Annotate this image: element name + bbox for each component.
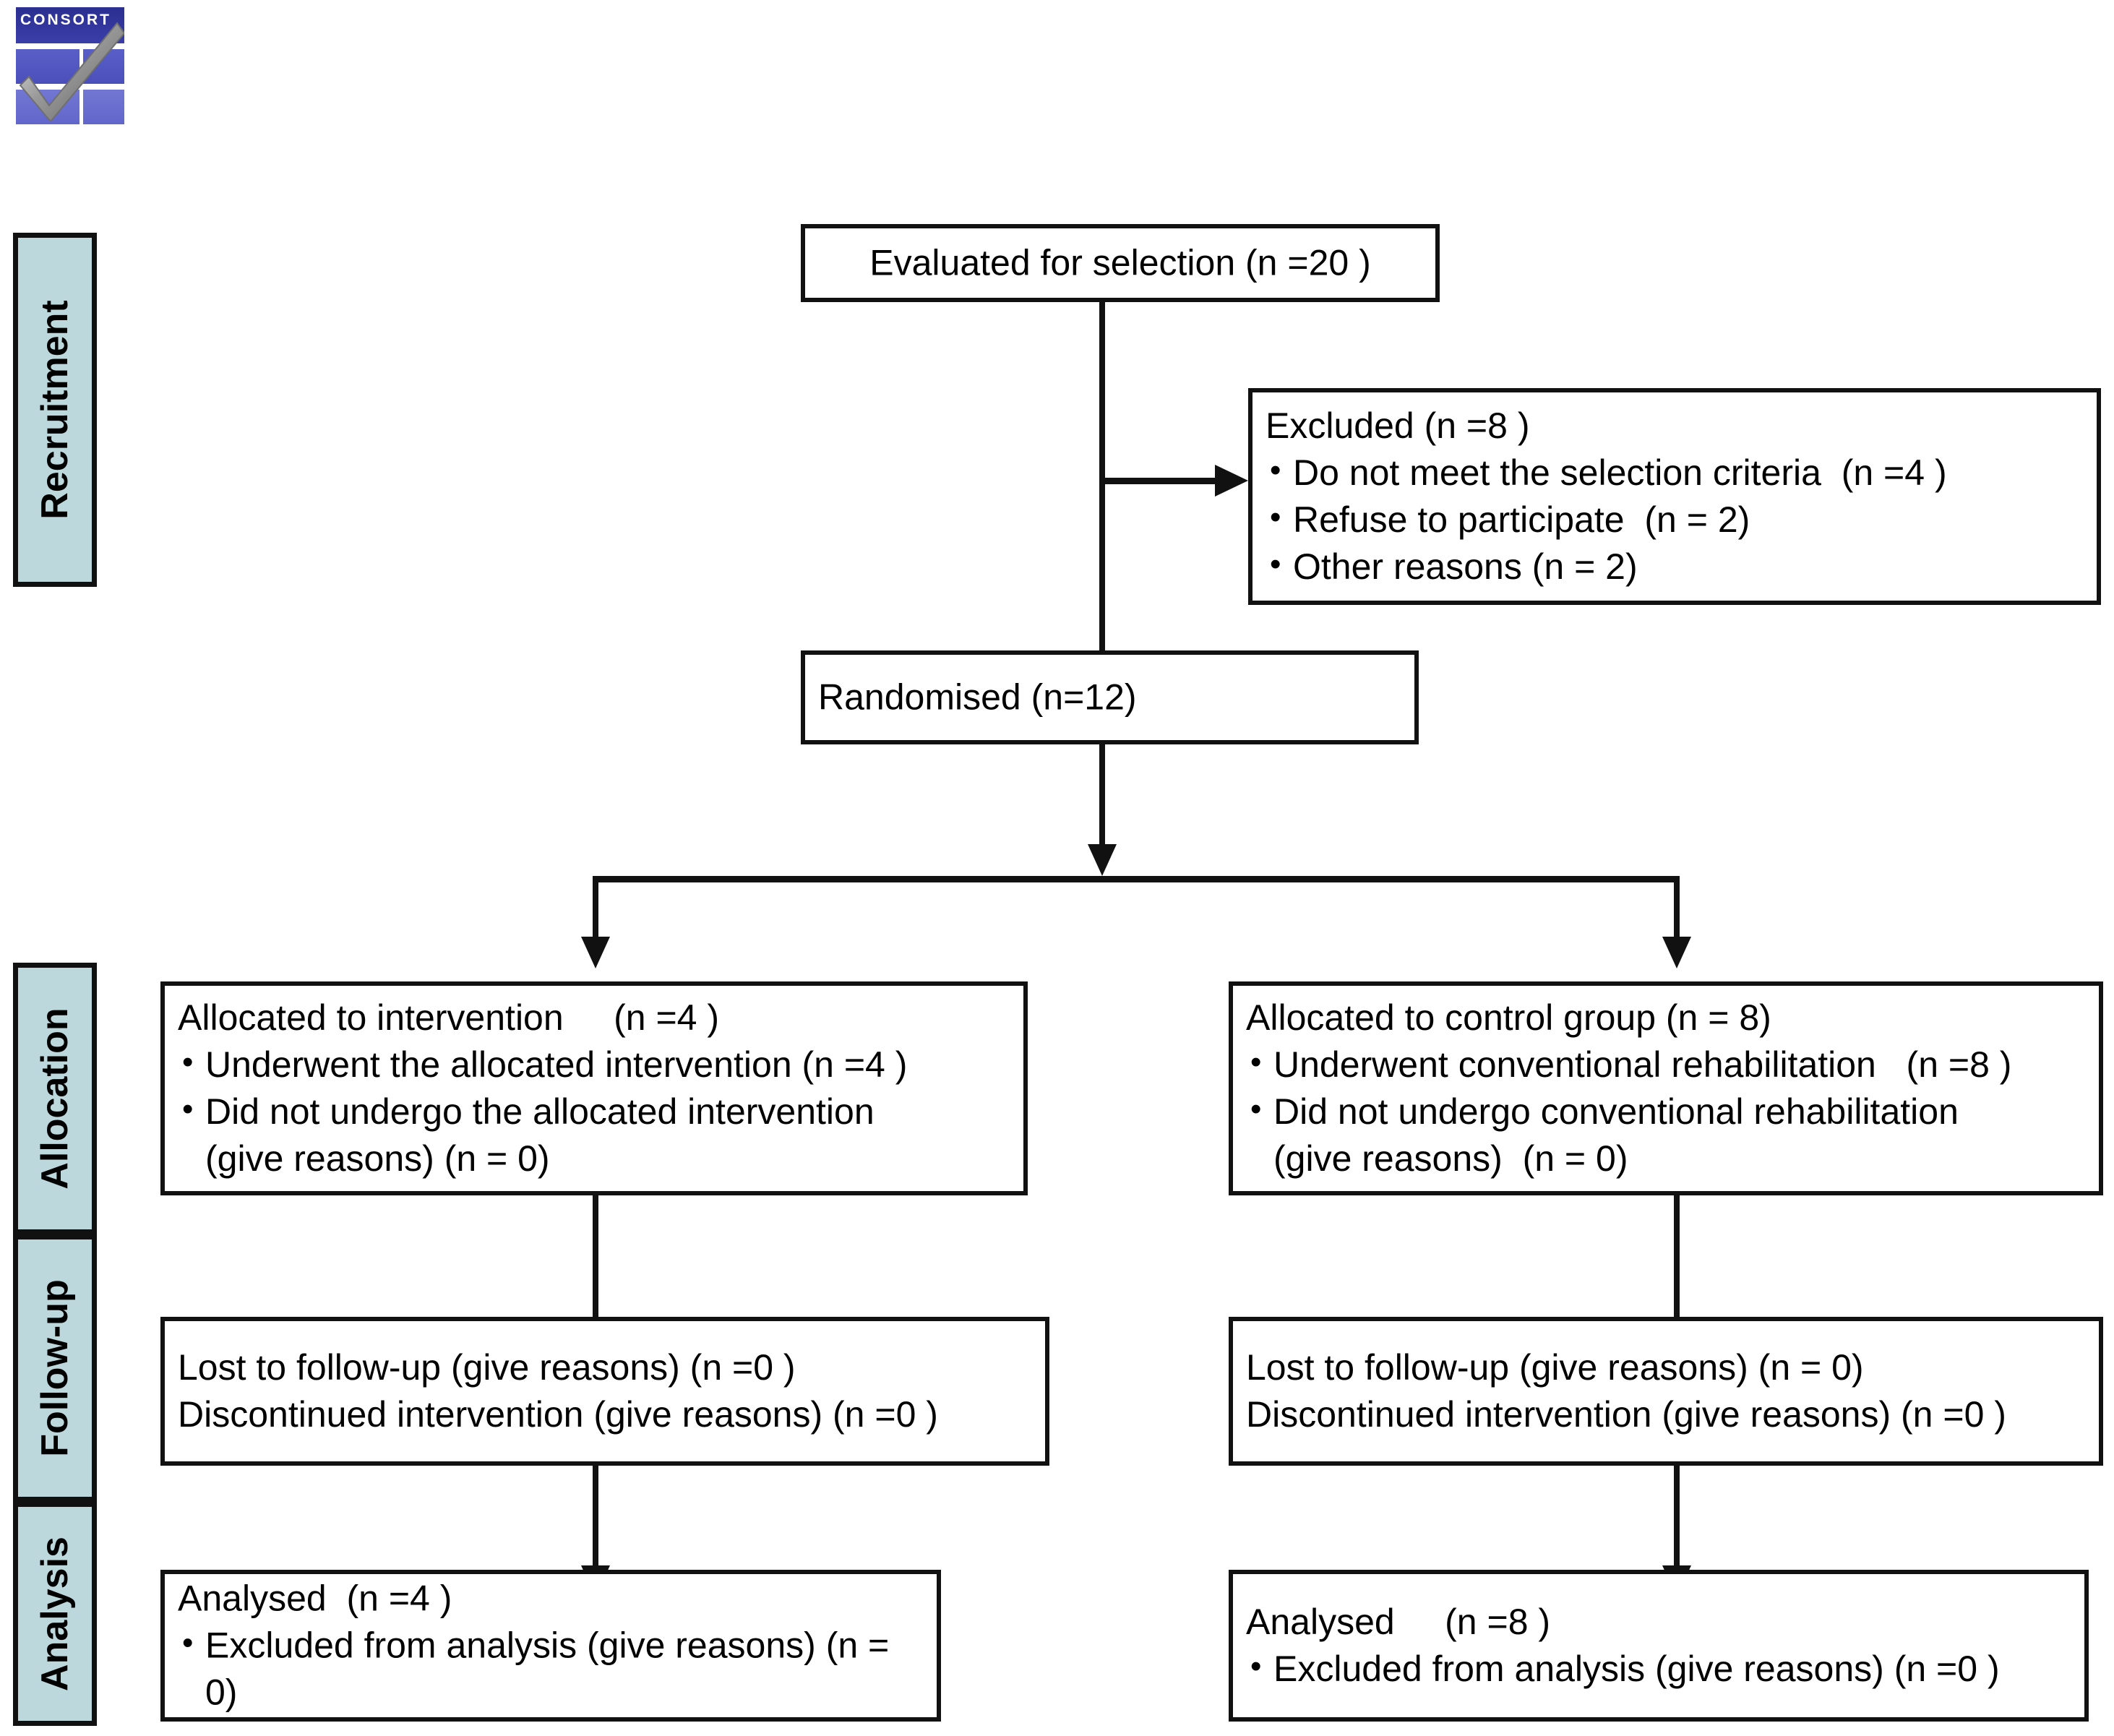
box-evaluated-for-selection: Evaluated for selection (n =20 ) [801, 224, 1440, 302]
box-allocated-intervention-list: Underwent the allocated intervention (n … [178, 1041, 1016, 1182]
list-item: Refuse to participate (n = 2) [1266, 497, 2089, 543]
box-allocated-intervention: Allocated to intervention (n =4 ) Underw… [160, 981, 1028, 1195]
list-item: Did not undergo the allocated interventi… [178, 1088, 1016, 1182]
connector-split-right [1674, 876, 1680, 950]
box-evaluated-heading: Evaluated for selection (n =20 ) [869, 242, 1371, 283]
box-allocated-control-heading: Allocated to control group (n = 8) [1246, 997, 1771, 1038]
box-allocated-control: Allocated to control group (n = 8) Under… [1229, 981, 2103, 1195]
box-allocated-intervention-heading: Allocated to intervention (n =4 ) [178, 997, 720, 1038]
connector-alloc-to-followup-right [1674, 1195, 1680, 1327]
box-analysed-intervention-list: Excluded from analysis (give reasons) (n… [178, 1623, 929, 1716]
arrowhead-allocation-right [1662, 937, 1691, 968]
box-followup-intervention: Lost to follow-up (give reasons) (n =0 )… [160, 1317, 1049, 1466]
box-excluded-list: Do not meet the selection criteria (n =4… [1266, 450, 2089, 590]
box-excluded: Excluded (n =8 ) Do not meet the selecti… [1248, 388, 2101, 605]
box-followup-control: Lost to follow-up (give reasons) (n = 0)… [1229, 1317, 2103, 1466]
list-item: Underwent the allocated intervention (n … [178, 1041, 1016, 1088]
box-analysed-control-list: Excluded from analysis (give reasons) (n… [1246, 1646, 2077, 1693]
followup-discontinued-line: Discontinued intervention (give reasons)… [178, 1394, 938, 1435]
list-item: Do not meet the selection criteria (n =4… [1266, 450, 2089, 497]
list-item: Underwent conventional rehabilitation (n… [1246, 1041, 2092, 1088]
connector-alloc-to-followup-left [593, 1195, 598, 1327]
phase-label-followup: Follow-up [13, 1234, 97, 1502]
box-followup-control-text: Lost to follow-up (give reasons) (n = 0)… [1246, 1344, 2092, 1438]
list-item: Did not undergo conventional rehabilitat… [1246, 1088, 2092, 1182]
box-analysed-control: Analysed (n =8 ) Excluded from analysis … [1229, 1570, 2089, 1722]
box-randomised-heading: Randomised (n=12) [818, 676, 1137, 718]
consort-logo: CONSORT [12, 4, 129, 132]
phase-label-analysis: Analysis [13, 1502, 97, 1726]
list-item: Excluded from analysis (give reasons) (n… [178, 1623, 929, 1716]
arrowhead-randomised-down [1088, 844, 1117, 876]
logo-divider [80, 49, 83, 124]
arrowhead-allocation-left [581, 937, 610, 968]
followup-discontinued-line: Discontinued intervention (give reasons)… [1246, 1394, 2006, 1435]
phase-label-allocation: Allocation [13, 963, 97, 1234]
box-analysed-intervention-heading: Analysed (n =4 ) [178, 1578, 452, 1619]
box-randomised: Randomised (n=12) [801, 650, 1419, 744]
arrowhead-to-excluded [1215, 465, 1248, 497]
box-analysed-intervention-text: Analysed (n =4 ) Excluded from analysis … [178, 1576, 929, 1716]
box-followup-intervention-text: Lost to follow-up (give reasons) (n =0 )… [178, 1344, 1038, 1438]
phase-label-analysis-text: Analysis [34, 1537, 76, 1691]
phase-label-recruitment-text: Recruitment [34, 300, 76, 520]
connector-split-bar [593, 876, 1680, 882]
phase-label-followup-text: Follow-up [34, 1279, 76, 1457]
followup-lost-line: Lost to follow-up (give reasons) (n =0 ) [178, 1347, 796, 1388]
phase-label-recruitment: Recruitment [13, 233, 97, 587]
consort-logo-text: CONSORT [20, 12, 111, 28]
connector-split-left [593, 876, 598, 950]
box-allocated-intervention-text: Allocated to intervention (n =4 ) Underw… [178, 994, 1016, 1182]
list-item: Other reasons (n = 2) [1266, 543, 2089, 590]
connector-followup-to-analysis-left [593, 1466, 598, 1573]
box-analysed-control-text: Analysed (n =8 ) Excluded from analysis … [1246, 1599, 2077, 1693]
connector-randomised-down [1099, 744, 1105, 850]
box-analysed-intervention: Analysed (n =4 ) Excluded from analysis … [160, 1570, 941, 1722]
connector-to-excluded [1102, 478, 1219, 484]
box-excluded-heading: Excluded (n =8 ) [1266, 405, 1530, 446]
box-allocated-control-list: Underwent conventional rehabilitation (n… [1246, 1041, 2092, 1182]
list-item: Excluded from analysis (give reasons) (n… [1246, 1646, 2077, 1693]
box-analysed-control-heading: Analysed (n =8 ) [1246, 1602, 1551, 1642]
connector-followup-to-analysis-right [1674, 1466, 1680, 1573]
box-randomised-text: Randomised (n=12) [818, 674, 1407, 721]
box-excluded-text: Excluded (n =8 ) Do not meet the selecti… [1266, 403, 2089, 590]
box-allocated-control-text: Allocated to control group (n = 8) Under… [1246, 994, 2092, 1182]
followup-lost-line: Lost to follow-up (give reasons) (n = 0) [1246, 1347, 1864, 1388]
phase-label-allocation-text: Allocation [34, 1007, 76, 1190]
box-evaluated-text: Evaluated for selection (n =20 ) [805, 240, 1435, 287]
checkmark-icon [19, 22, 124, 121]
